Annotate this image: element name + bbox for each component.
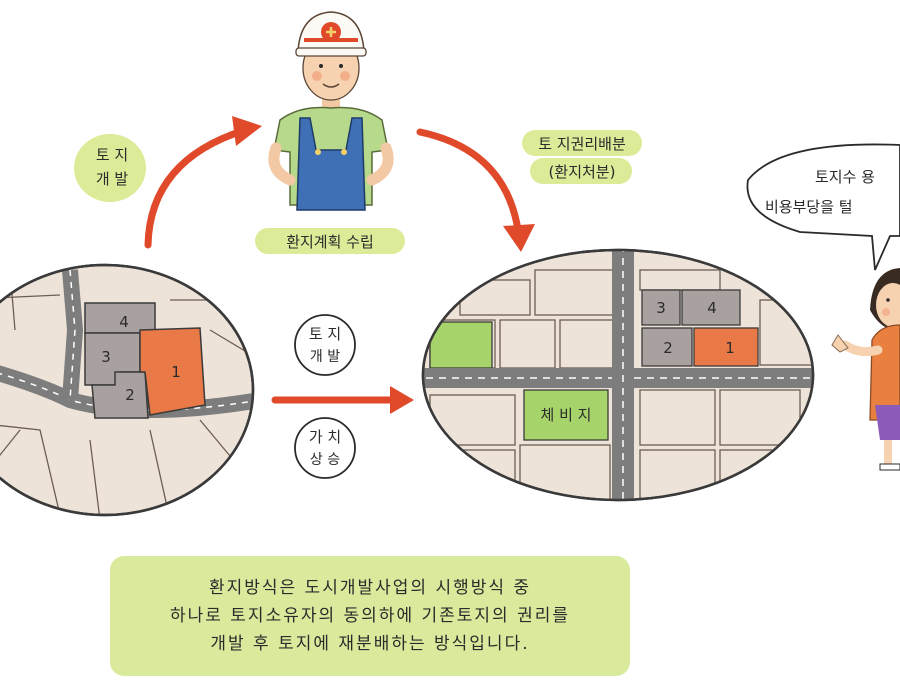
map-after: 3 4 2 1 체 비 지 xyxy=(421,248,815,502)
speech-line1: 토지수 용 xyxy=(815,168,875,186)
label-top-left: 토 지 개 발 xyxy=(74,134,146,202)
map-before: 4 3 1 2 xyxy=(0,263,255,517)
bubble-develop-line1: 토 지 xyxy=(309,325,341,343)
parcel-after-label: 2 xyxy=(663,339,673,357)
label-top-right-line1: 토 지권리배분 xyxy=(538,135,626,153)
speech-bubble: 토지수 용 비용부당을 털 xyxy=(746,143,900,271)
reserve-land-label: 체 비 지 xyxy=(541,406,592,424)
description-box: 환지방식은 도시개발사업의 시행방식 중 하나로 토지소유자의 동의하에 기존토… xyxy=(110,556,630,676)
arrow-develop-head xyxy=(232,116,262,146)
label-top-left-line1: 토 지 xyxy=(96,146,128,164)
bubble-value: 가 치 상 승 xyxy=(294,417,356,479)
arrow-distribute xyxy=(416,128,522,234)
arrow-develop xyxy=(144,126,249,249)
worker-illustration xyxy=(268,11,394,211)
parcel-before-label: 1 xyxy=(171,363,181,381)
label-plan: 환지계획 수립 xyxy=(255,228,405,254)
bubble-value-line1: 가 치 xyxy=(309,428,341,446)
parcel-before-label: 3 xyxy=(101,348,111,366)
arrow-distribute-head xyxy=(503,224,535,252)
parcel-before-label: 4 xyxy=(119,313,129,331)
label-top-left-line2: 개 발 xyxy=(96,170,129,188)
description-line3: 개발 후 토지에 재분배하는 방식입니다. xyxy=(210,634,530,654)
description-line2: 하나로 토지소유자의 동의하에 기존토지의 권리를 xyxy=(169,606,571,626)
label-plan-text: 환지계획 수립 xyxy=(286,233,374,251)
woman-illustration xyxy=(831,268,900,471)
bubble-develop: 토 지 개 발 xyxy=(294,314,356,376)
parcel-after-label: 3 xyxy=(656,299,666,317)
parcel-before-label: 2 xyxy=(125,386,135,404)
bubble-value-line2: 상 승 xyxy=(310,452,340,468)
bubble-develop-line2: 개 발 xyxy=(310,349,340,365)
parcel-after-label: 1 xyxy=(725,339,735,357)
description-line1: 환지방식은 도시개발사업의 시행방식 중 xyxy=(208,578,532,598)
label-top-right: 토 지권리배분 (환지처분) xyxy=(522,130,642,184)
parcel-after-label: 4 xyxy=(707,299,717,317)
arrow-center-head xyxy=(390,386,414,414)
speech-line2: 비용부당을 털 xyxy=(765,198,853,216)
label-top-right-line2: (환지처분) xyxy=(549,163,616,181)
